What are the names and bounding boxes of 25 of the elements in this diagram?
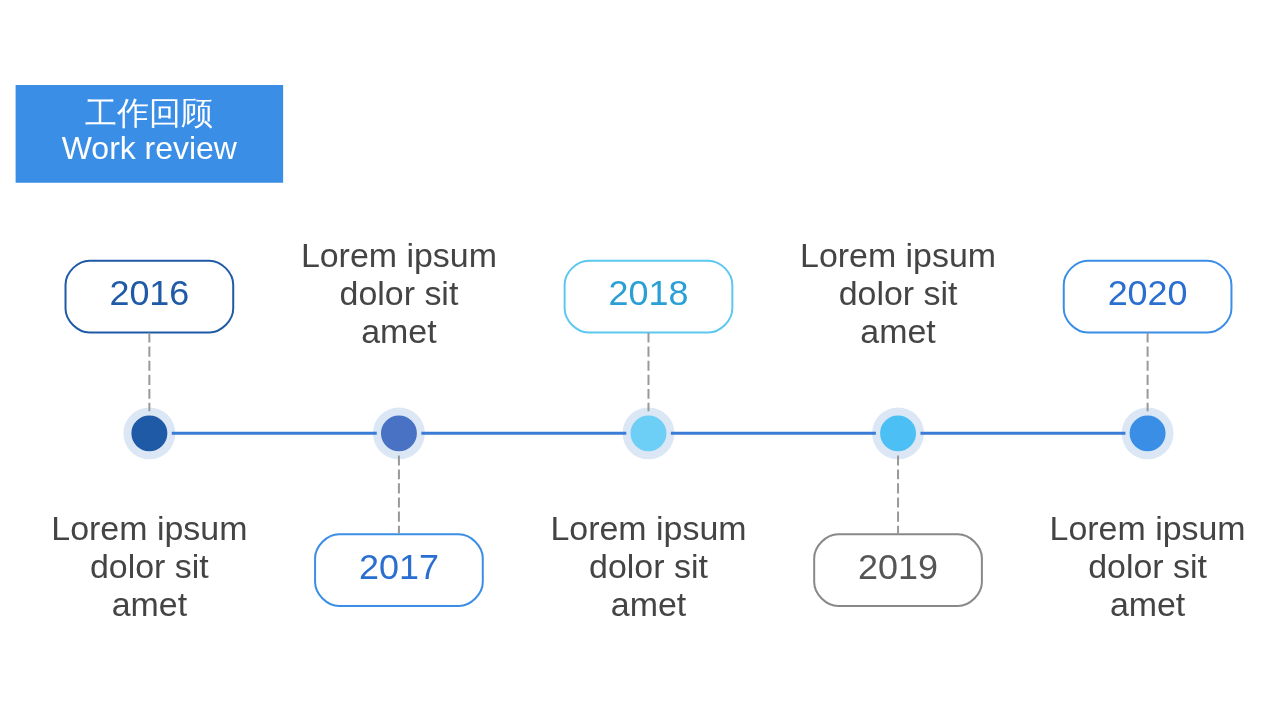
node-circle — [1121, 406, 1174, 459]
node-circle — [372, 406, 425, 459]
connector — [920, 431, 1126, 435]
node-box: 2018 — [563, 259, 734, 334]
node-box: 工作回顾 Work review — [15, 84, 284, 183]
connector — [421, 431, 627, 435]
node-box: 2019 — [813, 532, 983, 607]
node-box: 2020 — [1062, 259, 1233, 334]
node-label: Lorem ipsum dolor sit amet — [300, 235, 497, 350]
connector — [670, 431, 876, 435]
node-label: Lorem ipsum dolor sit amet — [51, 508, 248, 623]
connector — [897, 454, 900, 535]
connector — [148, 331, 151, 412]
connector — [647, 331, 650, 412]
connector — [397, 454, 400, 535]
node-circle — [622, 406, 675, 459]
node-label: Lorem ipsum dolor sit amet — [550, 508, 747, 623]
connector — [171, 431, 377, 435]
node-box: 2016 — [64, 259, 235, 334]
node-label: Lorem ipsum dolor sit amet — [1049, 508, 1246, 623]
connector — [1146, 331, 1149, 412]
node-circle — [872, 406, 924, 459]
node-label: Lorem ipsum dolor sit amet — [800, 235, 997, 350]
node-circle — [123, 406, 176, 459]
node-box: 2017 — [314, 532, 484, 607]
